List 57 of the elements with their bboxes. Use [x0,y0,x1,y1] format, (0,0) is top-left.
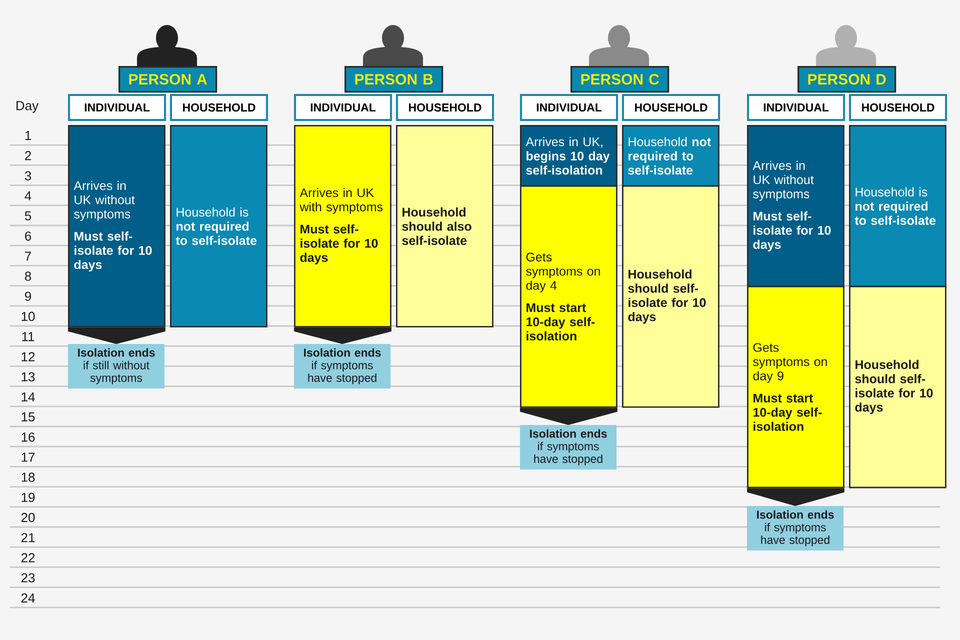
status-box: Household should self-isolate for 10 days [849,286,946,488]
day-number: 8 [24,272,32,281]
status-box: Arrives in UK without symptoms Must self-isolate for 10 days [747,125,844,288]
column-header: INDIVIDUAL [294,94,392,121]
chevron-arrow [747,488,844,506]
isolation-ends-box: Isolation ends if symptoms have stopped [747,506,844,550]
status-box: Household should self-isolate for 10 days [622,185,720,408]
column-header: INDIVIDUAL [68,94,166,121]
person-label: PERSON A [118,66,218,93]
person-label: PERSON C [570,66,670,93]
column-header: HOUSEHOLD [396,94,494,121]
chevron-arrow [68,327,166,344]
day-number: 4 [24,191,32,200]
day-number: 22 [21,553,35,562]
isolation-ends-box: Isolation ends if still without symptoms [68,344,164,388]
day-number: 24 [21,593,35,602]
column-header: HOUSEHOLD [849,94,947,121]
status-box: Household should also self-isolate [396,125,494,328]
day-number: 12 [22,352,35,362]
axis-title: Day [16,101,39,113]
day-number: 5 [24,211,32,220]
status-box: Arrives in UK without symptoms Must self-isolate for 10 days [68,125,166,328]
chevron-arrow [294,327,392,344]
day-number: 15 [22,412,35,422]
day-number: 9 [25,292,31,301]
day-number: 23 [21,573,35,582]
person-label: PERSON D [798,66,896,93]
isolation-ends-box: Isolation ends if symptoms have stopped [294,344,390,388]
day-number: 19 [22,492,35,502]
day-number: 6 [25,232,32,241]
column-header: INDIVIDUAL [747,94,846,121]
isolation-ends-box: Isolation ends if symptoms have stopped [520,425,616,470]
day-number: 16 [22,432,35,442]
person-label: PERSON B [344,66,444,93]
status-box: Arrives in UK with symptoms Must self-isolate for 10 days [294,125,392,328]
column-header: INDIVIDUAL [520,94,618,121]
day-number: 7 [25,252,31,261]
day-number: 21 [21,533,35,542]
day-number: 1 [25,131,31,140]
column-header: HOUSEHOLD [622,94,720,121]
day-number: 3 [24,171,32,180]
status-box: Household not required to self-isolate [622,125,720,187]
day-number: 11 [22,332,34,342]
day-number: 18 [22,472,35,482]
status-box: Household is not required to self-isolate [849,125,946,288]
status-box: Gets symptoms on day 4 Must start 10-day self-isolation [520,185,618,408]
day-number: 14 [22,392,35,402]
day-number: 17 [22,452,35,462]
column-header: HOUSEHOLD [170,94,268,121]
day-number: 10 [22,312,35,321]
day-number: 20 [21,512,35,522]
day-number: 13 [22,372,35,382]
day-number: 2 [25,151,31,160]
chevron-arrow [520,408,618,425]
status-box: Arrives in UK, begins 10 day self-isolation [520,125,618,187]
status-box: Gets symptoms on day 9 Must start 10-day self-isolation [747,286,844,488]
status-box: Household is not required to self-isolate [170,125,268,328]
